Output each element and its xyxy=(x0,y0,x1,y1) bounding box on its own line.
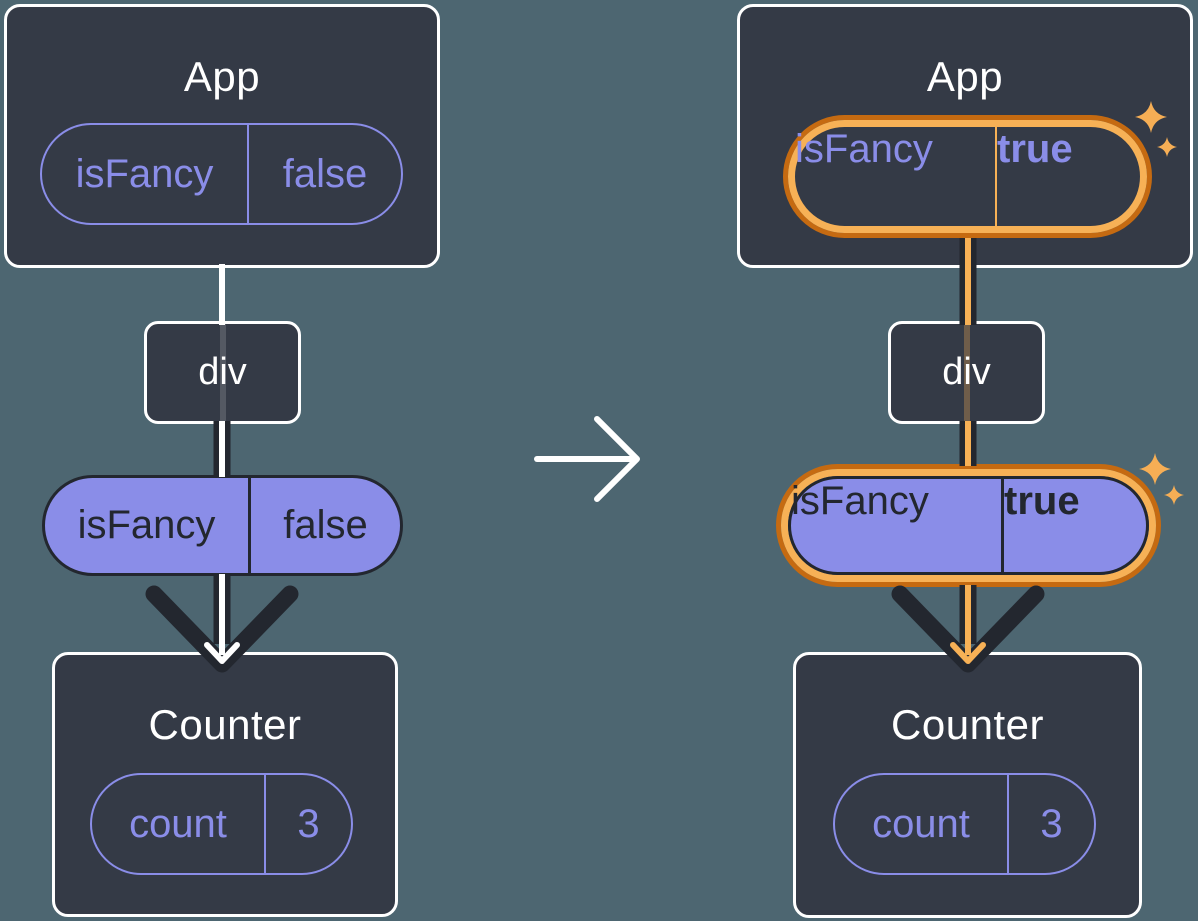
prop-value-label: true xyxy=(995,127,1140,226)
state-name-label: count xyxy=(129,801,227,846)
prop-name-label: isFancy xyxy=(75,151,214,196)
arrow-down-icon-before xyxy=(145,574,299,673)
counter-state-pill-after: count 3 xyxy=(833,773,1096,875)
prop-flow-through-line-after xyxy=(963,324,970,421)
prop-name-label: isFancy xyxy=(795,127,933,171)
state-name-label: count xyxy=(872,801,970,846)
prop-name-label: isFancy xyxy=(77,503,216,547)
prop-value-label: false xyxy=(248,478,400,573)
div-label-before: div xyxy=(198,351,247,393)
counter-title-before: Counter xyxy=(148,701,302,748)
state-value-label: 3 xyxy=(1007,775,1094,873)
passed-prop-pill-after-highlighted: isFancy true xyxy=(776,464,1161,587)
app-prop-pill-after-highlighted: isFancy true xyxy=(783,115,1152,238)
arrow-right-icon xyxy=(534,416,640,502)
div-card-before: div xyxy=(144,321,301,424)
sparkle-icon xyxy=(1164,485,1184,505)
prop-value-label: true xyxy=(1001,479,1146,572)
div-label-after: div xyxy=(942,351,991,393)
counter-state-pill-before: count 3 xyxy=(90,773,353,875)
app-title-after: App xyxy=(926,53,1004,100)
app-prop-pill-before: isFancy false xyxy=(40,123,403,225)
passed-prop-pill-before: isFancy false xyxy=(42,475,403,576)
prop-flow-through-line-before xyxy=(219,324,226,421)
prop-value-label: false xyxy=(247,125,401,223)
state-value-label: 3 xyxy=(264,775,351,873)
counter-title-after: Counter xyxy=(891,701,1044,748)
prop-name-label: isFancy xyxy=(791,479,929,523)
div-card-after: div xyxy=(888,321,1045,424)
app-title-before: App xyxy=(183,53,261,100)
